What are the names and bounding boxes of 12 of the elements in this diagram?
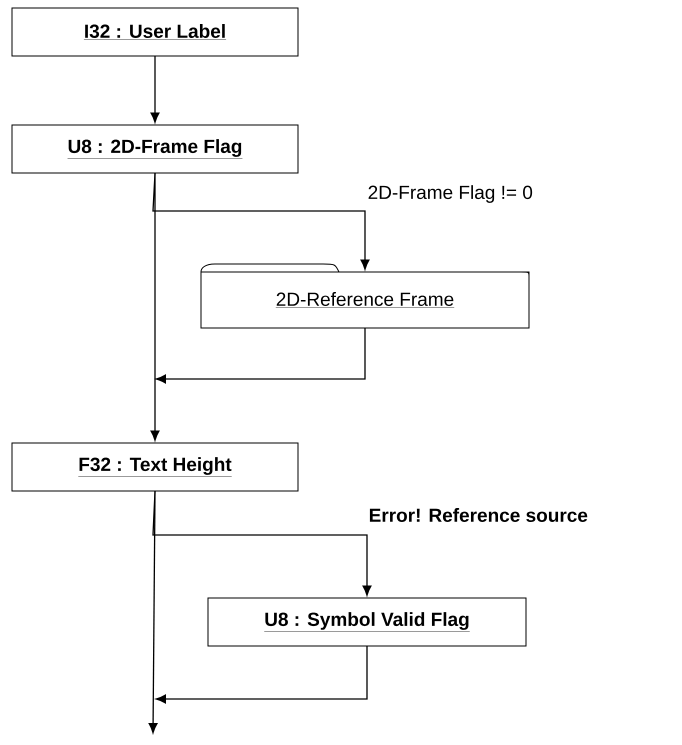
- arrow: [150, 56, 160, 123]
- field-box: I32 : User Label: [12, 8, 298, 56]
- field-box: U8 : 2D-Frame Flag: [12, 124, 298, 174]
- tab-box: 2D-Reference Frame: [200, 264, 530, 328]
- field-box: F32 : Text Height: [12, 442, 298, 492]
- field-box: U8 : Symbol Valid Flag: [208, 598, 526, 646]
- arrow: [156, 328, 366, 384]
- arrow: [152, 491, 372, 596]
- arrow: [156, 646, 368, 704]
- edge-label: 2D-Frame Flag != 0: [368, 185, 532, 203]
- arrow: [152, 173, 370, 270]
- edge-label: Error! Reference source: [370, 508, 588, 522]
